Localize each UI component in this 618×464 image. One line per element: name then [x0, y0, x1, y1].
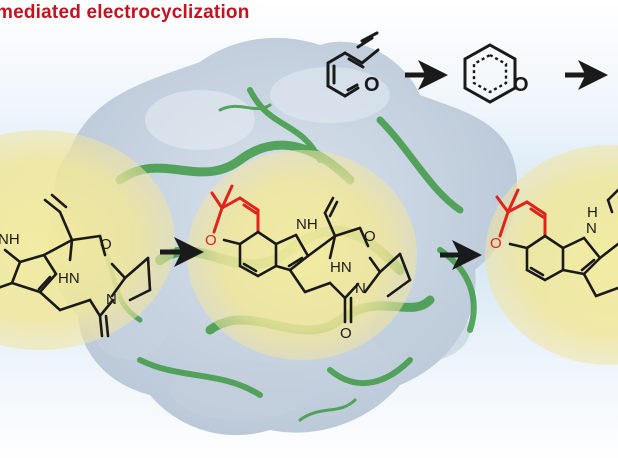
left-nh-label: NH [0, 231, 20, 248]
molecule-center-new-ring [210, 184, 260, 234]
center-nh-label: NH [296, 216, 318, 233]
right-n-label: N [586, 220, 597, 237]
left-o-label: O [100, 236, 112, 253]
center-hn-label: HN [330, 259, 352, 276]
molecule-center [222, 196, 412, 324]
right-h-label: H [587, 204, 598, 221]
molecule-right [508, 188, 618, 298]
transition-state-ring [463, 43, 517, 104]
figure-title: mediated electrocyclization [0, 2, 250, 23]
right-ring-o-label: O [490, 235, 502, 252]
ts-o-label: O [513, 74, 529, 96]
center-n-label: N [355, 280, 366, 297]
molecule-left [0, 193, 152, 338]
center-o-top-label: O [364, 228, 376, 245]
glow-center [187, 150, 417, 360]
center-o-bottom-label: O [340, 325, 352, 342]
left-n-label: N [106, 291, 117, 308]
left-hn-label: HN [58, 270, 80, 287]
glow-right [485, 145, 618, 365]
reactant-oxatriene [326, 31, 380, 98]
molecule-right-new-ring [495, 188, 547, 238]
center-ring-o-label: O [205, 232, 217, 249]
reactant-o-label: O [364, 74, 380, 96]
